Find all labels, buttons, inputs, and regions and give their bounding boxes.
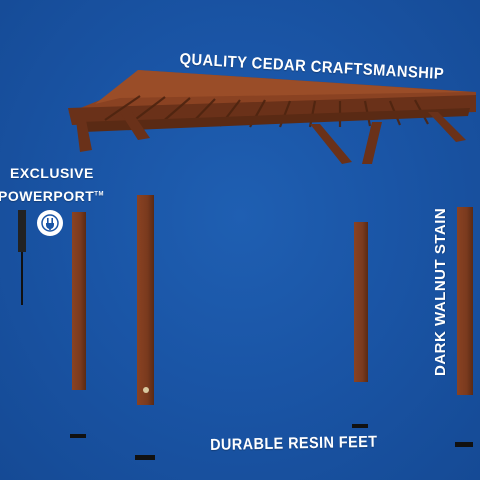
caption-powerport: POWERPORTTM [0, 188, 104, 204]
plug-icon [37, 210, 63, 236]
caption-dark-walnut-stain: DARK WALNUT STAIN [432, 207, 449, 376]
pergola-roof [68, 70, 476, 164]
post-front-right [457, 207, 473, 395]
caption-resin-feet: DURABLE RESIN FEET [210, 433, 378, 454]
trademark-mark: TM [94, 191, 104, 198]
post-back-left [137, 195, 154, 405]
resin-feet [70, 424, 473, 460]
powerport-label: POWERPORT [0, 188, 95, 204]
post-back-right [354, 222, 368, 382]
caption-exclusive: EXCLUSIVE [10, 165, 94, 181]
post-front-left [72, 212, 86, 390]
pergola-posts [72, 195, 473, 405]
powerport-device [18, 210, 26, 305]
